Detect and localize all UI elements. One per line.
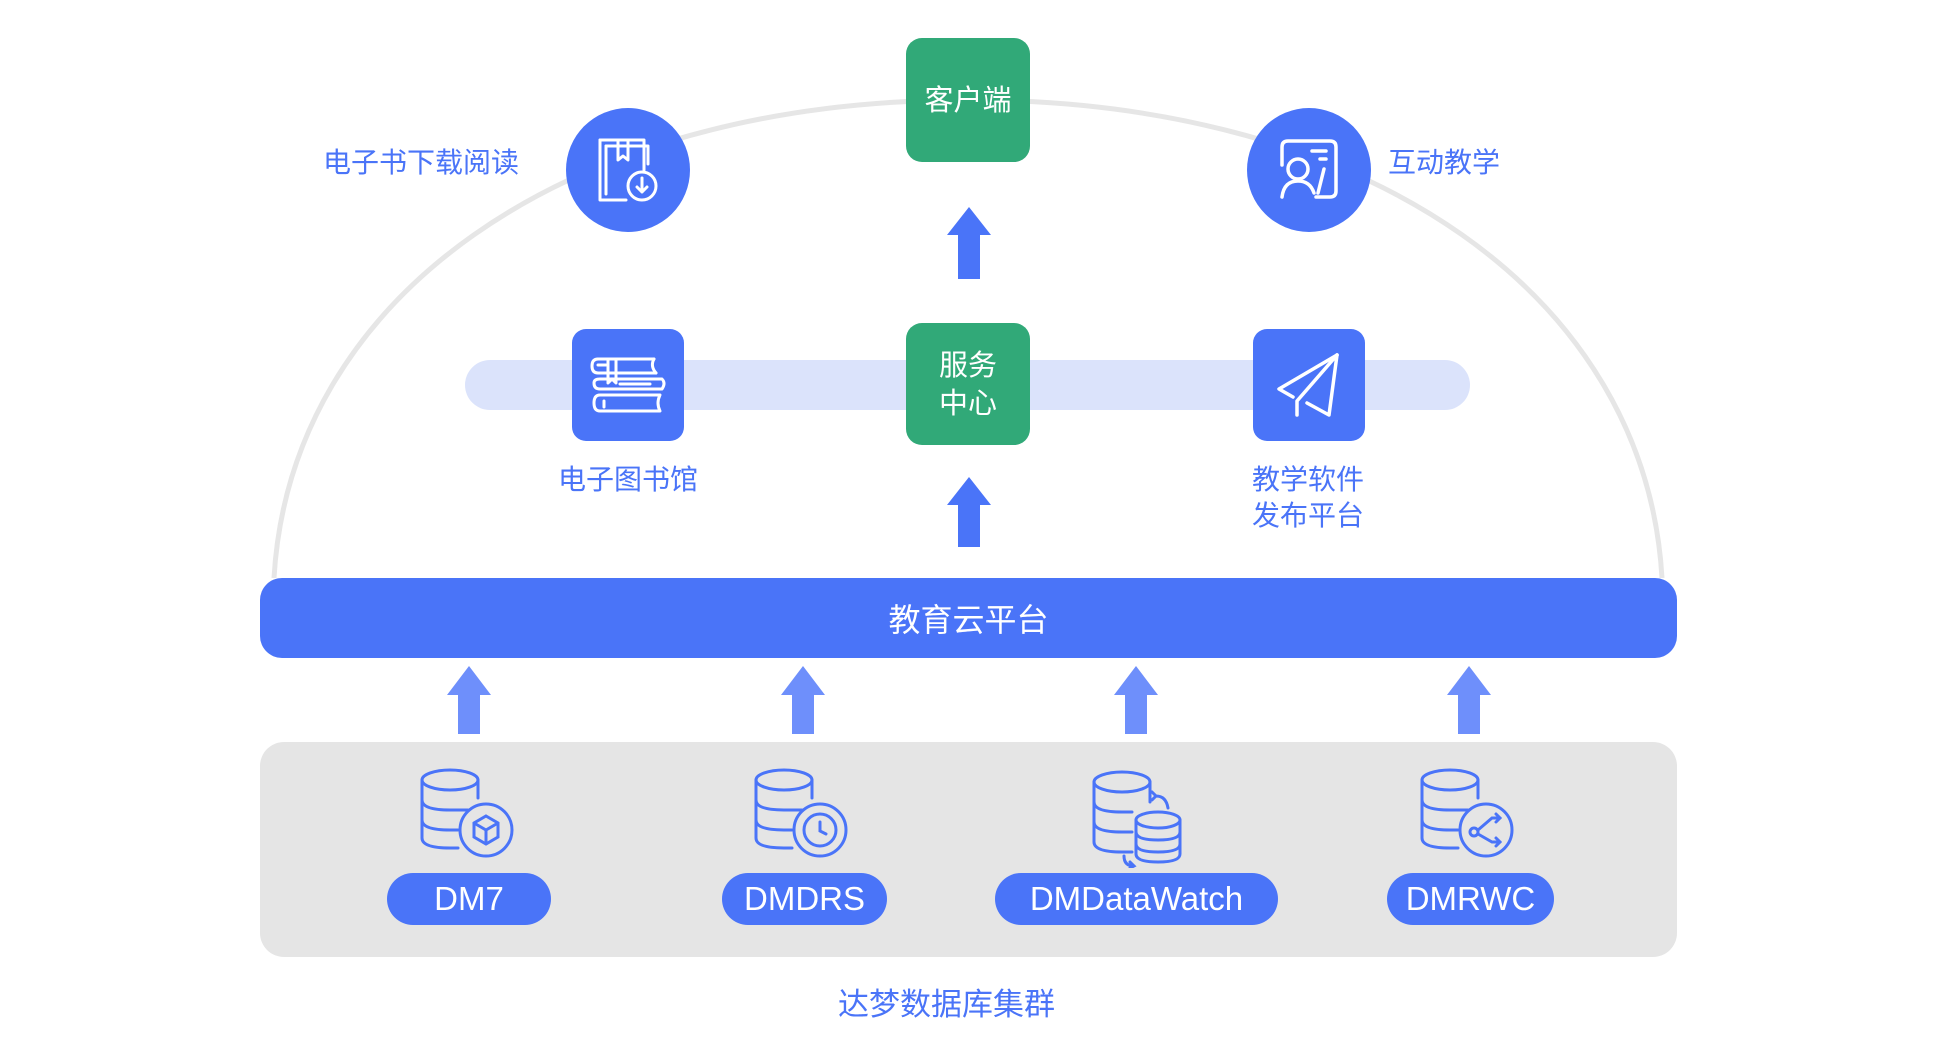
- service-center-label: 服务 中心: [938, 348, 997, 420]
- platform-bar[interactable]: 教育云平台: [260, 578, 1677, 658]
- library-box[interactable]: [572, 329, 684, 441]
- pill-dm7[interactable]: DM7: [387, 873, 551, 925]
- ebook-circle[interactable]: [566, 108, 690, 232]
- pill-dmrwc[interactable]: DMRWC: [1387, 873, 1554, 925]
- arrow-up-dmdatawatch: [1114, 666, 1158, 734]
- interactive-circle[interactable]: [1247, 108, 1371, 232]
- database-clock-icon: [754, 768, 848, 858]
- interactive-label: 互动教学: [1388, 146, 1501, 179]
- database-sync-icon: [1092, 770, 1182, 868]
- arrow-up-dm7: [447, 666, 491, 734]
- library-label: 电子图书馆: [558, 463, 699, 496]
- paper-plane-icon: [1277, 353, 1339, 417]
- arrow-up-dmrwc: [1447, 666, 1491, 734]
- arrow-up-to-service: [947, 477, 991, 547]
- software-label-line2: 发布平台: [1252, 499, 1365, 532]
- teacher-board-icon: [1280, 139, 1338, 199]
- books-stack-icon: [590, 357, 666, 413]
- pill-dmdatawatch-label: DMDataWatch: [1029, 880, 1244, 917]
- pill-dm7-label: DM7: [434, 880, 504, 917]
- cluster-title: 达梦数据库集群: [838, 987, 1055, 1023]
- platform-label: 教育云平台: [888, 601, 1049, 639]
- database-cube-icon: [420, 768, 514, 858]
- book-download-icon: [598, 138, 658, 202]
- arrow-up-dmdrs: [781, 666, 825, 734]
- arrow-up-to-client: [947, 207, 991, 279]
- client-box[interactable]: 客户端: [906, 38, 1030, 162]
- client-label: 客户端: [924, 83, 1012, 117]
- software-box[interactable]: [1253, 329, 1365, 441]
- pill-dmdrs-label: DMDRS: [744, 880, 865, 917]
- pill-dmrwc-label: DMRWC: [1405, 880, 1536, 917]
- service-center-box[interactable]: 服务 中心: [906, 323, 1030, 445]
- pill-dmdatawatch[interactable]: DMDataWatch: [995, 873, 1278, 925]
- pill-dmdrs[interactable]: DMDRS: [722, 873, 887, 925]
- ebook-label: 电子书下载阅读: [323, 146, 520, 179]
- software-label-line1: 教学软件: [1252, 463, 1365, 496]
- database-split-icon: [1420, 768, 1514, 858]
